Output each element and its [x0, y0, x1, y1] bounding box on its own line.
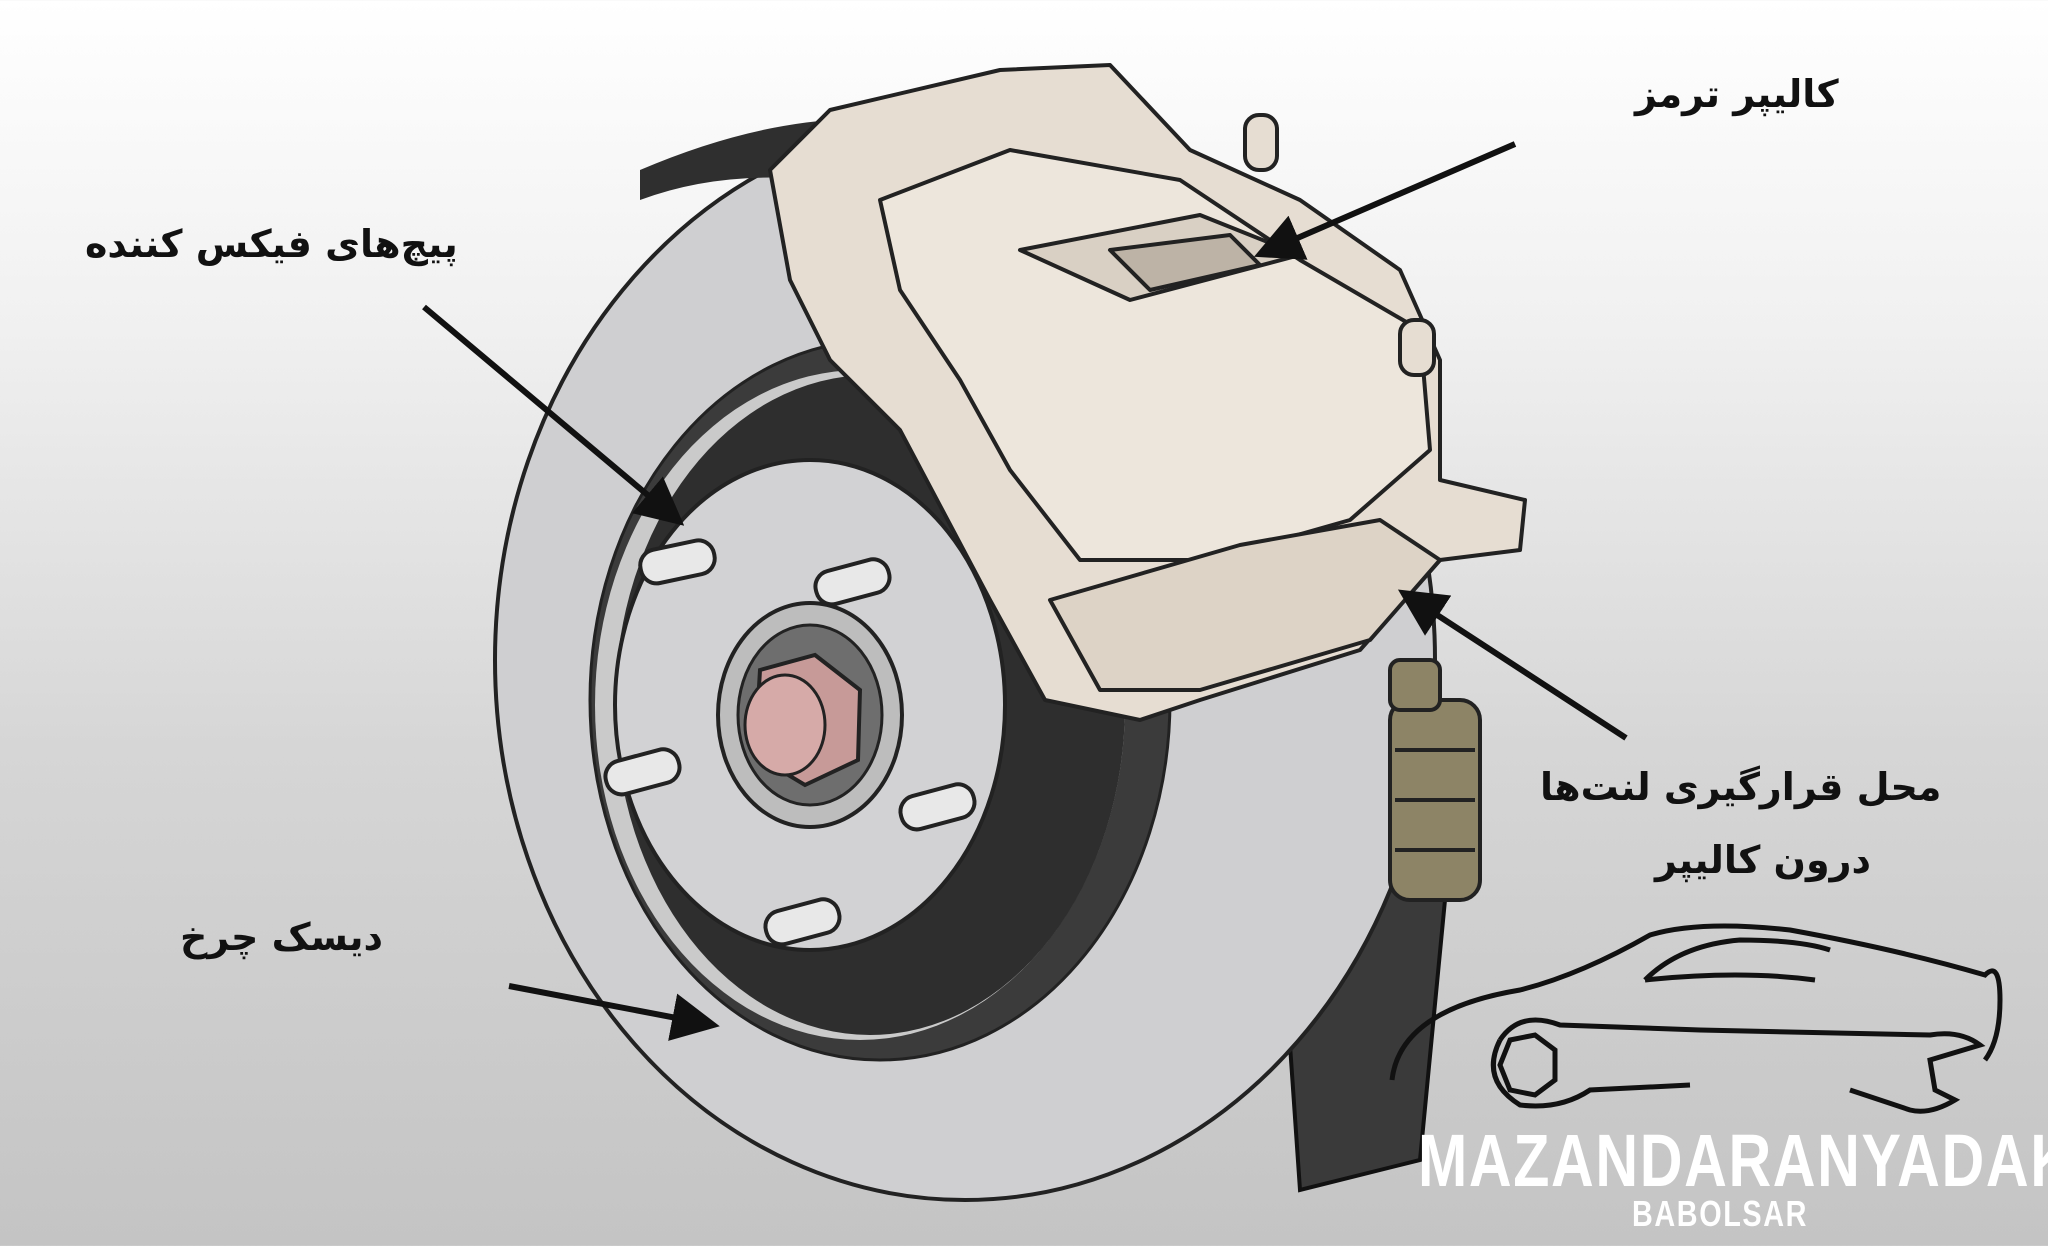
logo-city: BABOLSAR [1632, 1193, 1808, 1234]
label-pad-location-line1: محل قرارگیری لنت‌ها [1540, 765, 1942, 809]
arrow-disc [508, 983, 720, 1041]
guide-pin [1388, 658, 1482, 902]
label-mounting-bolts: پیچ‌های فیکس کننده [85, 222, 458, 266]
label-pad-location-line2: درون کالیپر [1655, 838, 1871, 882]
annotation-arrows [422, 141, 1628, 1041]
brake-caliper [768, 63, 1527, 722]
label-caliper: کالیپر ترمز [1635, 72, 1839, 116]
arrow-bolts [422, 304, 685, 526]
hub-nut [716, 601, 904, 829]
wheel-studs [603, 538, 977, 947]
logo-name: MAZANDARANYADAK [1418, 1119, 2048, 1202]
logo-car-wrench [1389, 923, 2003, 1114]
arrow-caliper [1253, 141, 1517, 260]
arrow-pads [1397, 589, 1628, 741]
label-disc: دیسک چرخ [180, 915, 383, 959]
